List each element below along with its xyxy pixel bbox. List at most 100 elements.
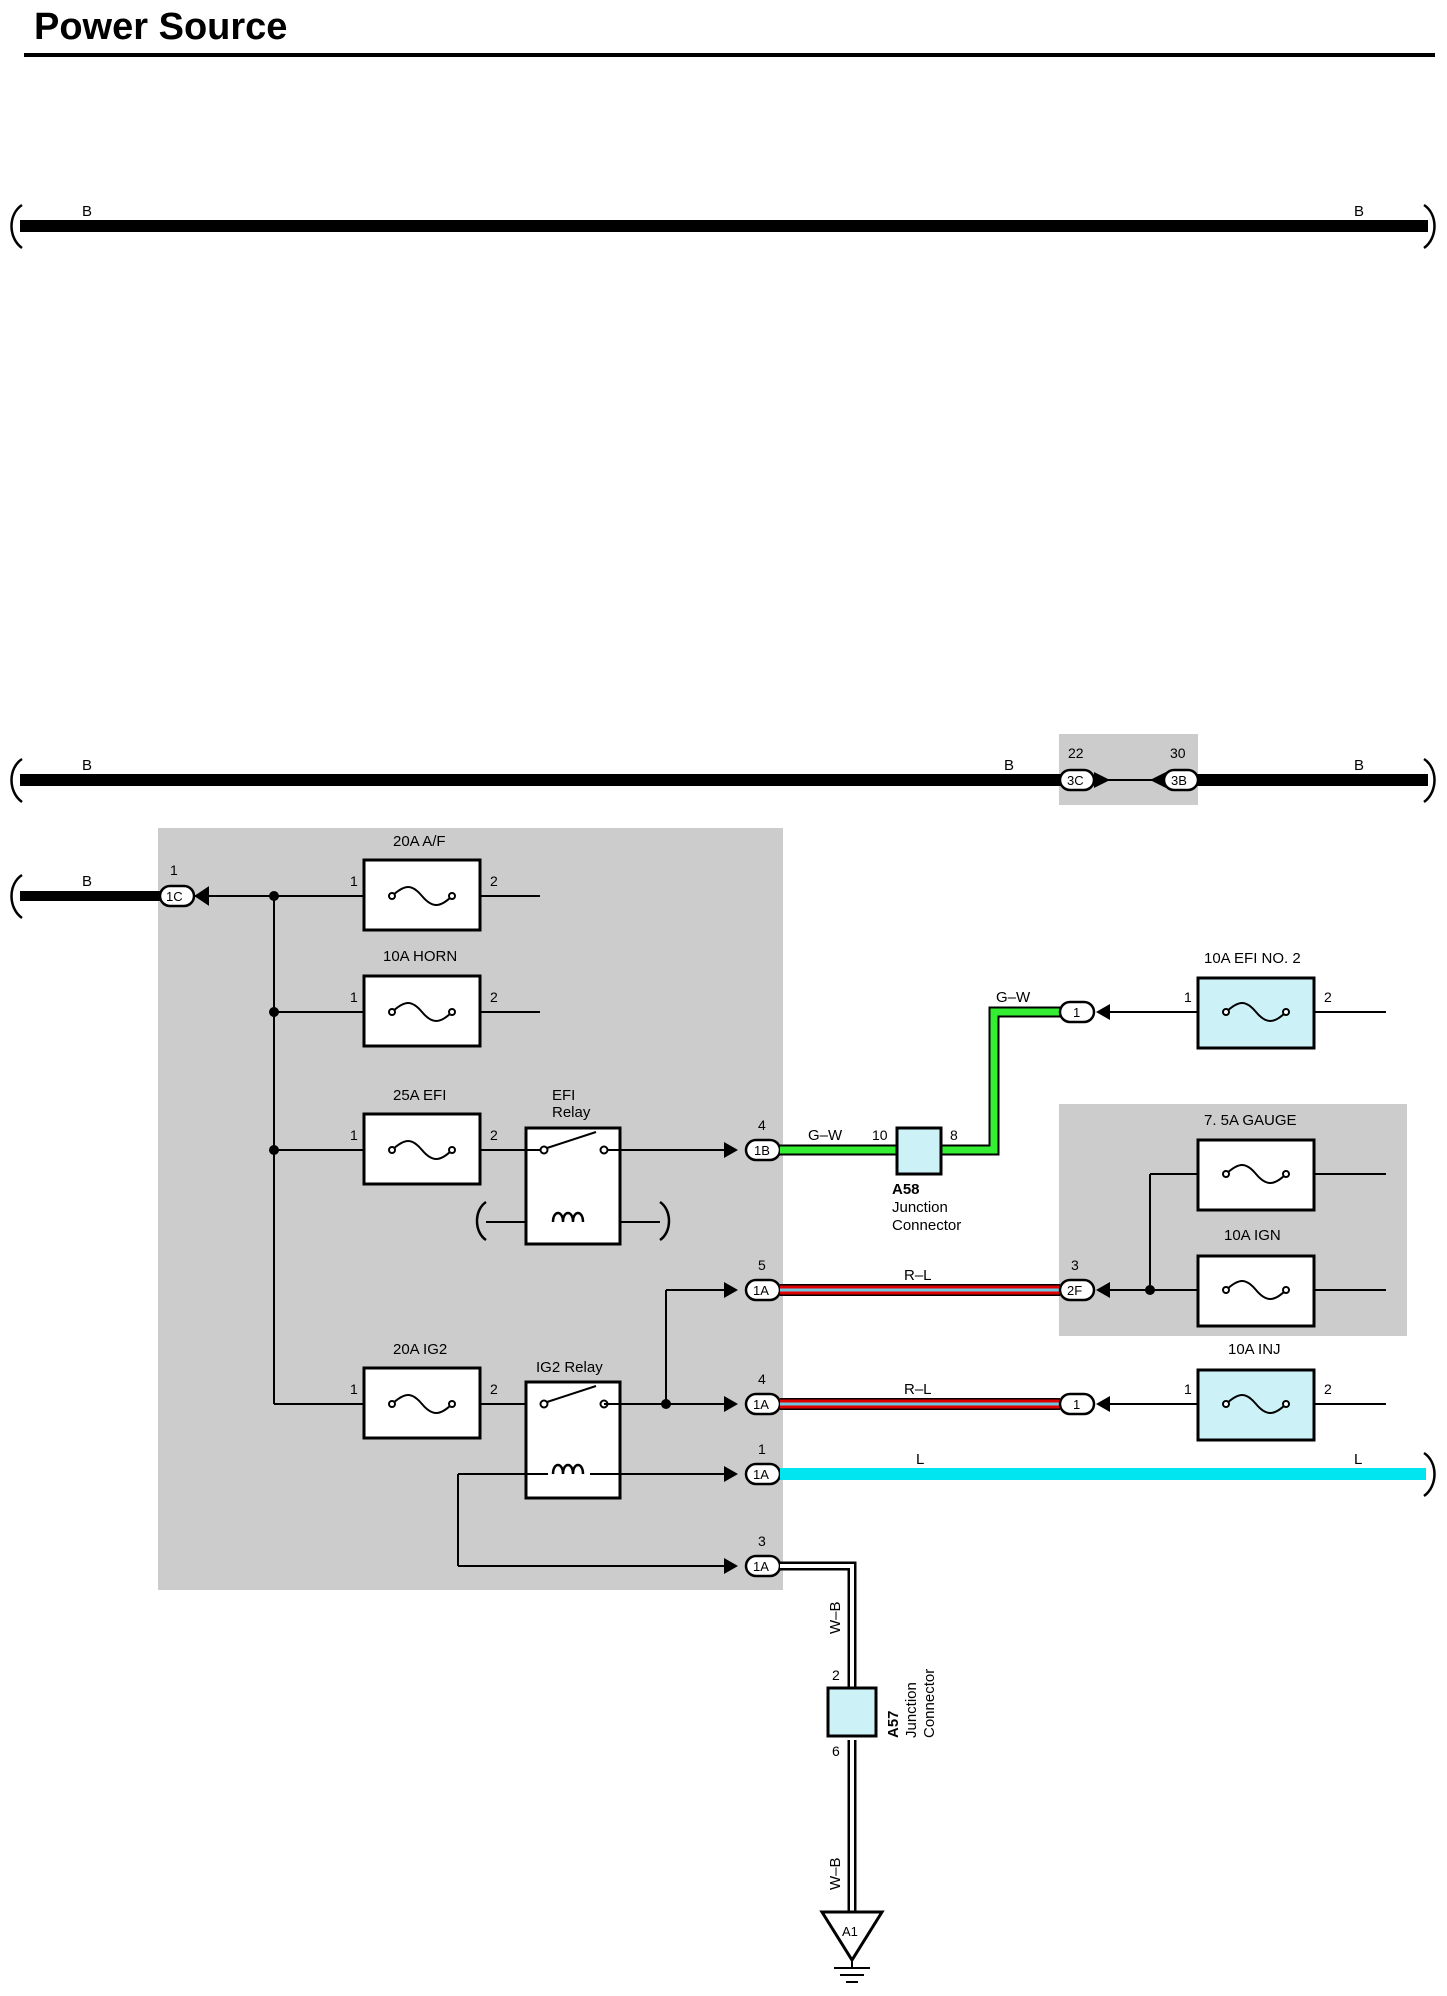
second-bus-left-label: B [82, 757, 92, 774]
a57-line1: Junction [903, 1682, 920, 1738]
fuse-10a-horn-label: 10A HORN [383, 948, 457, 965]
connector-inj-in[interactable]: 1 [1058, 1392, 1198, 1416]
title-rule [24, 53, 1435, 57]
gauge-ign-wiring [1110, 1173, 1386, 1291]
fuse-20a-ig2-pin-in: 1 [350, 1381, 358, 1397]
junction-block-main [158, 828, 783, 1590]
connector-1a-1[interactable]: 1 1A [724, 1441, 782, 1486]
fuse-20a-ig2[interactable]: 20A IG2 1 2 [350, 1341, 498, 1440]
fuse-25a-efi[interactable]: 25A EFI 1 2 [350, 1087, 498, 1186]
connector-2f-pin: 3 [1071, 1257, 1079, 1273]
connector-3b-id: 3B [1171, 773, 1187, 788]
connector-3c[interactable]: 22 3C [1058, 745, 1096, 792]
top-bus-left-label: B [82, 203, 92, 220]
connector-3c-id: 3C [1067, 773, 1084, 788]
a58-id: A58 [892, 1181, 920, 1198]
connector-1a-5-pin: 5 [758, 1257, 766, 1273]
fuse-10a-inj-label: 10A INJ [1228, 1341, 1281, 1358]
ground-a1[interactable]: A1 [819, 1910, 885, 1983]
top-bus: B B [10, 203, 1436, 250]
fuse-10a-ign-label: 10A IGN [1224, 1227, 1281, 1244]
connector-1b-pin: 4 [758, 1117, 766, 1133]
connector-1a-3-id: 1A [753, 1559, 769, 1574]
connector-inj-in-id: 1 [1073, 1397, 1080, 1412]
connector-1a-1-pin: 1 [758, 1441, 766, 1457]
wire-gw-left-label: G–W [808, 1127, 843, 1144]
connector-3b[interactable]: 30 3B [1162, 745, 1200, 792]
connector-1a-3[interactable]: 3 1A [724, 1533, 782, 1578]
fuse-10a-ign[interactable]: 10A IGN [1196, 1227, 1316, 1328]
wire-gw: G–W G–W [780, 989, 1060, 1156]
connector-2f[interactable]: 3 2F [1058, 1257, 1110, 1302]
wire-l-left-label: L [916, 1451, 924, 1468]
a57-pin-bottom: 6 [832, 1743, 840, 1759]
connector-1b-id: 1B [754, 1143, 770, 1158]
ig2-relay-label: IG2 Relay [536, 1359, 603, 1376]
efi-relay[interactable]: EFI Relay [524, 1087, 622, 1246]
connector-efi-no2-in[interactable]: 1 [1058, 1000, 1198, 1024]
a58-pin-left: 10 [872, 1127, 888, 1143]
a57-pin-top: 2 [832, 1667, 840, 1683]
fuse-20a-ig2-pin-out: 2 [490, 1381, 498, 1397]
fuse-20a-af-label: 20A A/F [393, 833, 446, 850]
connector-efi-no2-in-id: 1 [1073, 1005, 1080, 1020]
connector-3c-pin: 22 [1068, 745, 1084, 761]
fuse-10a-efi-no2[interactable]: 10A EFI NO. 2 1 2 [1184, 950, 1386, 1050]
junction-connector-a58[interactable]: 10 8 A58 Junction Connector [872, 1126, 961, 1234]
wire-rl-lower: R–L [780, 1381, 1060, 1410]
fuse-25a-efi-pin-out: 2 [490, 1127, 498, 1143]
wire-rl-upper-label: R–L [904, 1267, 932, 1284]
junction-connector-a57[interactable]: 2 6 A57 Junction Connector [826, 1667, 938, 1759]
connector-1a-1-id: 1A [753, 1467, 769, 1482]
wire-l: L L [780, 1451, 1436, 1498]
connector-1a-5[interactable]: 5 1A [724, 1257, 782, 1302]
wire-l-right-label: L [1354, 1451, 1362, 1468]
top-bus-right-label: B [1354, 203, 1364, 220]
wire-wb-upper-label: W–B [827, 1601, 844, 1634]
page-title: Power Source [34, 6, 288, 48]
second-bus-right-label: B [1354, 757, 1364, 774]
connector-1a-4-id: 1A [753, 1397, 769, 1412]
fuse-25a-efi-pin-in: 1 [350, 1127, 358, 1143]
fuse-7-5a-gauge-label: 7. 5A GAUGE [1204, 1112, 1297, 1129]
wire-rl-lower-label: R–L [904, 1381, 932, 1398]
fuse-10a-efi-no2-pin-out: 2 [1324, 989, 1332, 1005]
connector-1c-pin: 1 [170, 862, 178, 878]
a57-line2: Connector [921, 1669, 938, 1738]
a58-line2: Connector [892, 1217, 961, 1234]
input-wire-label: B [82, 873, 92, 890]
ground-a1-id: A1 [842, 1924, 858, 1939]
ig2-relay[interactable]: IG2 Relay [524, 1359, 622, 1500]
fuse-10a-efi-no2-label: 10A EFI NO. 2 [1204, 950, 1301, 967]
fuse-10a-horn-pin-in: 1 [350, 989, 358, 1005]
connector-1a-3-pin: 3 [758, 1533, 766, 1549]
wire-wb-lower-label: W–B [827, 1857, 844, 1890]
fuse-20a-af[interactable]: 20A A/F 1 2 [350, 833, 498, 932]
fuse-10a-horn[interactable]: 10A HORN 1 2 [350, 948, 498, 1048]
a57-id: A57 [885, 1710, 902, 1738]
fuse-20a-af-pin-out: 2 [490, 873, 498, 889]
fuse-10a-inj-pin-in: 1 [1184, 1381, 1192, 1397]
wire-rl-upper: R–L [780, 1267, 1060, 1296]
connector-1a-4-pin: 4 [758, 1371, 766, 1387]
input-wire: B [10, 873, 162, 920]
second-bus-mid-label: B [1004, 757, 1014, 774]
fuse-7-5a-gauge[interactable]: 7. 5A GAUGE [1196, 1112, 1316, 1212]
fuse-10a-efi-no2-pin-in: 1 [1184, 989, 1192, 1005]
connector-1a-5-id: 1A [753, 1283, 769, 1298]
efi-relay-line2: Relay [552, 1104, 591, 1121]
fuse-20a-ig2-label: 20A IG2 [393, 1341, 447, 1358]
fuse-10a-horn-pin-out: 2 [490, 989, 498, 1005]
a58-pin-right: 8 [950, 1127, 958, 1143]
connector-1c-id: 1C [166, 889, 183, 904]
fuse-10a-inj[interactable]: 10A INJ 1 2 [1184, 1341, 1386, 1442]
junction-dots [269, 891, 1155, 1409]
connector-3b-pin: 30 [1170, 745, 1186, 761]
second-bus: B B B [10, 757, 1436, 804]
fuse-25a-efi-label: 25A EFI [393, 1087, 446, 1104]
fuse-20a-af-pin-in: 1 [350, 873, 358, 889]
fuse-10a-inj-pin-out: 2 [1324, 1381, 1332, 1397]
wire-wb: W–B W–B [780, 1561, 857, 1914]
efi-relay-line1: EFI [552, 1087, 575, 1104]
